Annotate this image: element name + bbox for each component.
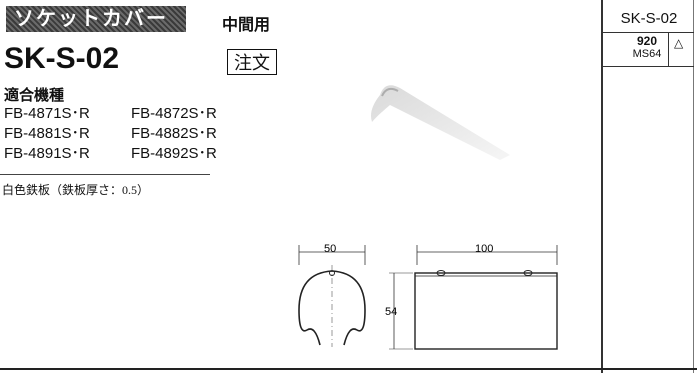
triangle-mark-icon: △ xyxy=(674,36,684,50)
panel-border-right xyxy=(693,0,694,373)
material-note: 白色鉄板（鉄板厚さ：0.5） xyxy=(2,183,150,197)
compatible-row: FB-4871S･R FB-4872S･R xyxy=(4,104,258,124)
compatible-model: FB-4871S･R xyxy=(4,105,90,122)
panel-border xyxy=(601,0,603,373)
bottom-border xyxy=(0,368,697,370)
compatible-model: FB-4891S･R xyxy=(4,145,90,162)
compatible-list: FB-4871S･R FB-4872S･R FB-4881S･R FB-4882… xyxy=(4,104,258,164)
compatible-model: FB-4882S･R xyxy=(131,125,217,142)
dim-width: 50 xyxy=(324,243,336,255)
side-view xyxy=(414,272,558,350)
dimension-drawing: 50 100 54 xyxy=(298,243,558,350)
panel-separator xyxy=(668,33,669,66)
side-info: 920 MS64 xyxy=(627,34,667,61)
compatible-model: FB-4872S･R xyxy=(131,105,217,122)
compatible-model: FB-4892S･R xyxy=(131,145,217,162)
side-model-code: SK-S-02 xyxy=(620,10,678,27)
side-number: 920 xyxy=(636,34,658,48)
dim-height: 54 xyxy=(385,306,397,318)
compatible-row: FB-4881S･R FB-4882S･R xyxy=(4,124,258,144)
side-ms: MS64 xyxy=(632,48,662,60)
compatible-heading: 適合機種 xyxy=(4,87,65,104)
divider xyxy=(0,174,210,175)
panel-divider xyxy=(602,32,694,33)
order-label: 注文 xyxy=(227,49,277,75)
subtype-label: 中間用 xyxy=(222,17,271,34)
model-number: SK-S-02 xyxy=(4,42,120,75)
panel-divider xyxy=(602,66,694,67)
product-photo xyxy=(371,85,510,160)
dim-length: 100 xyxy=(475,243,493,255)
compatible-row: FB-4891S･R FB-4892S･R xyxy=(4,144,258,164)
category-banner: ソケットカバー xyxy=(6,6,186,32)
compatible-model: FB-4881S･R xyxy=(4,125,90,142)
